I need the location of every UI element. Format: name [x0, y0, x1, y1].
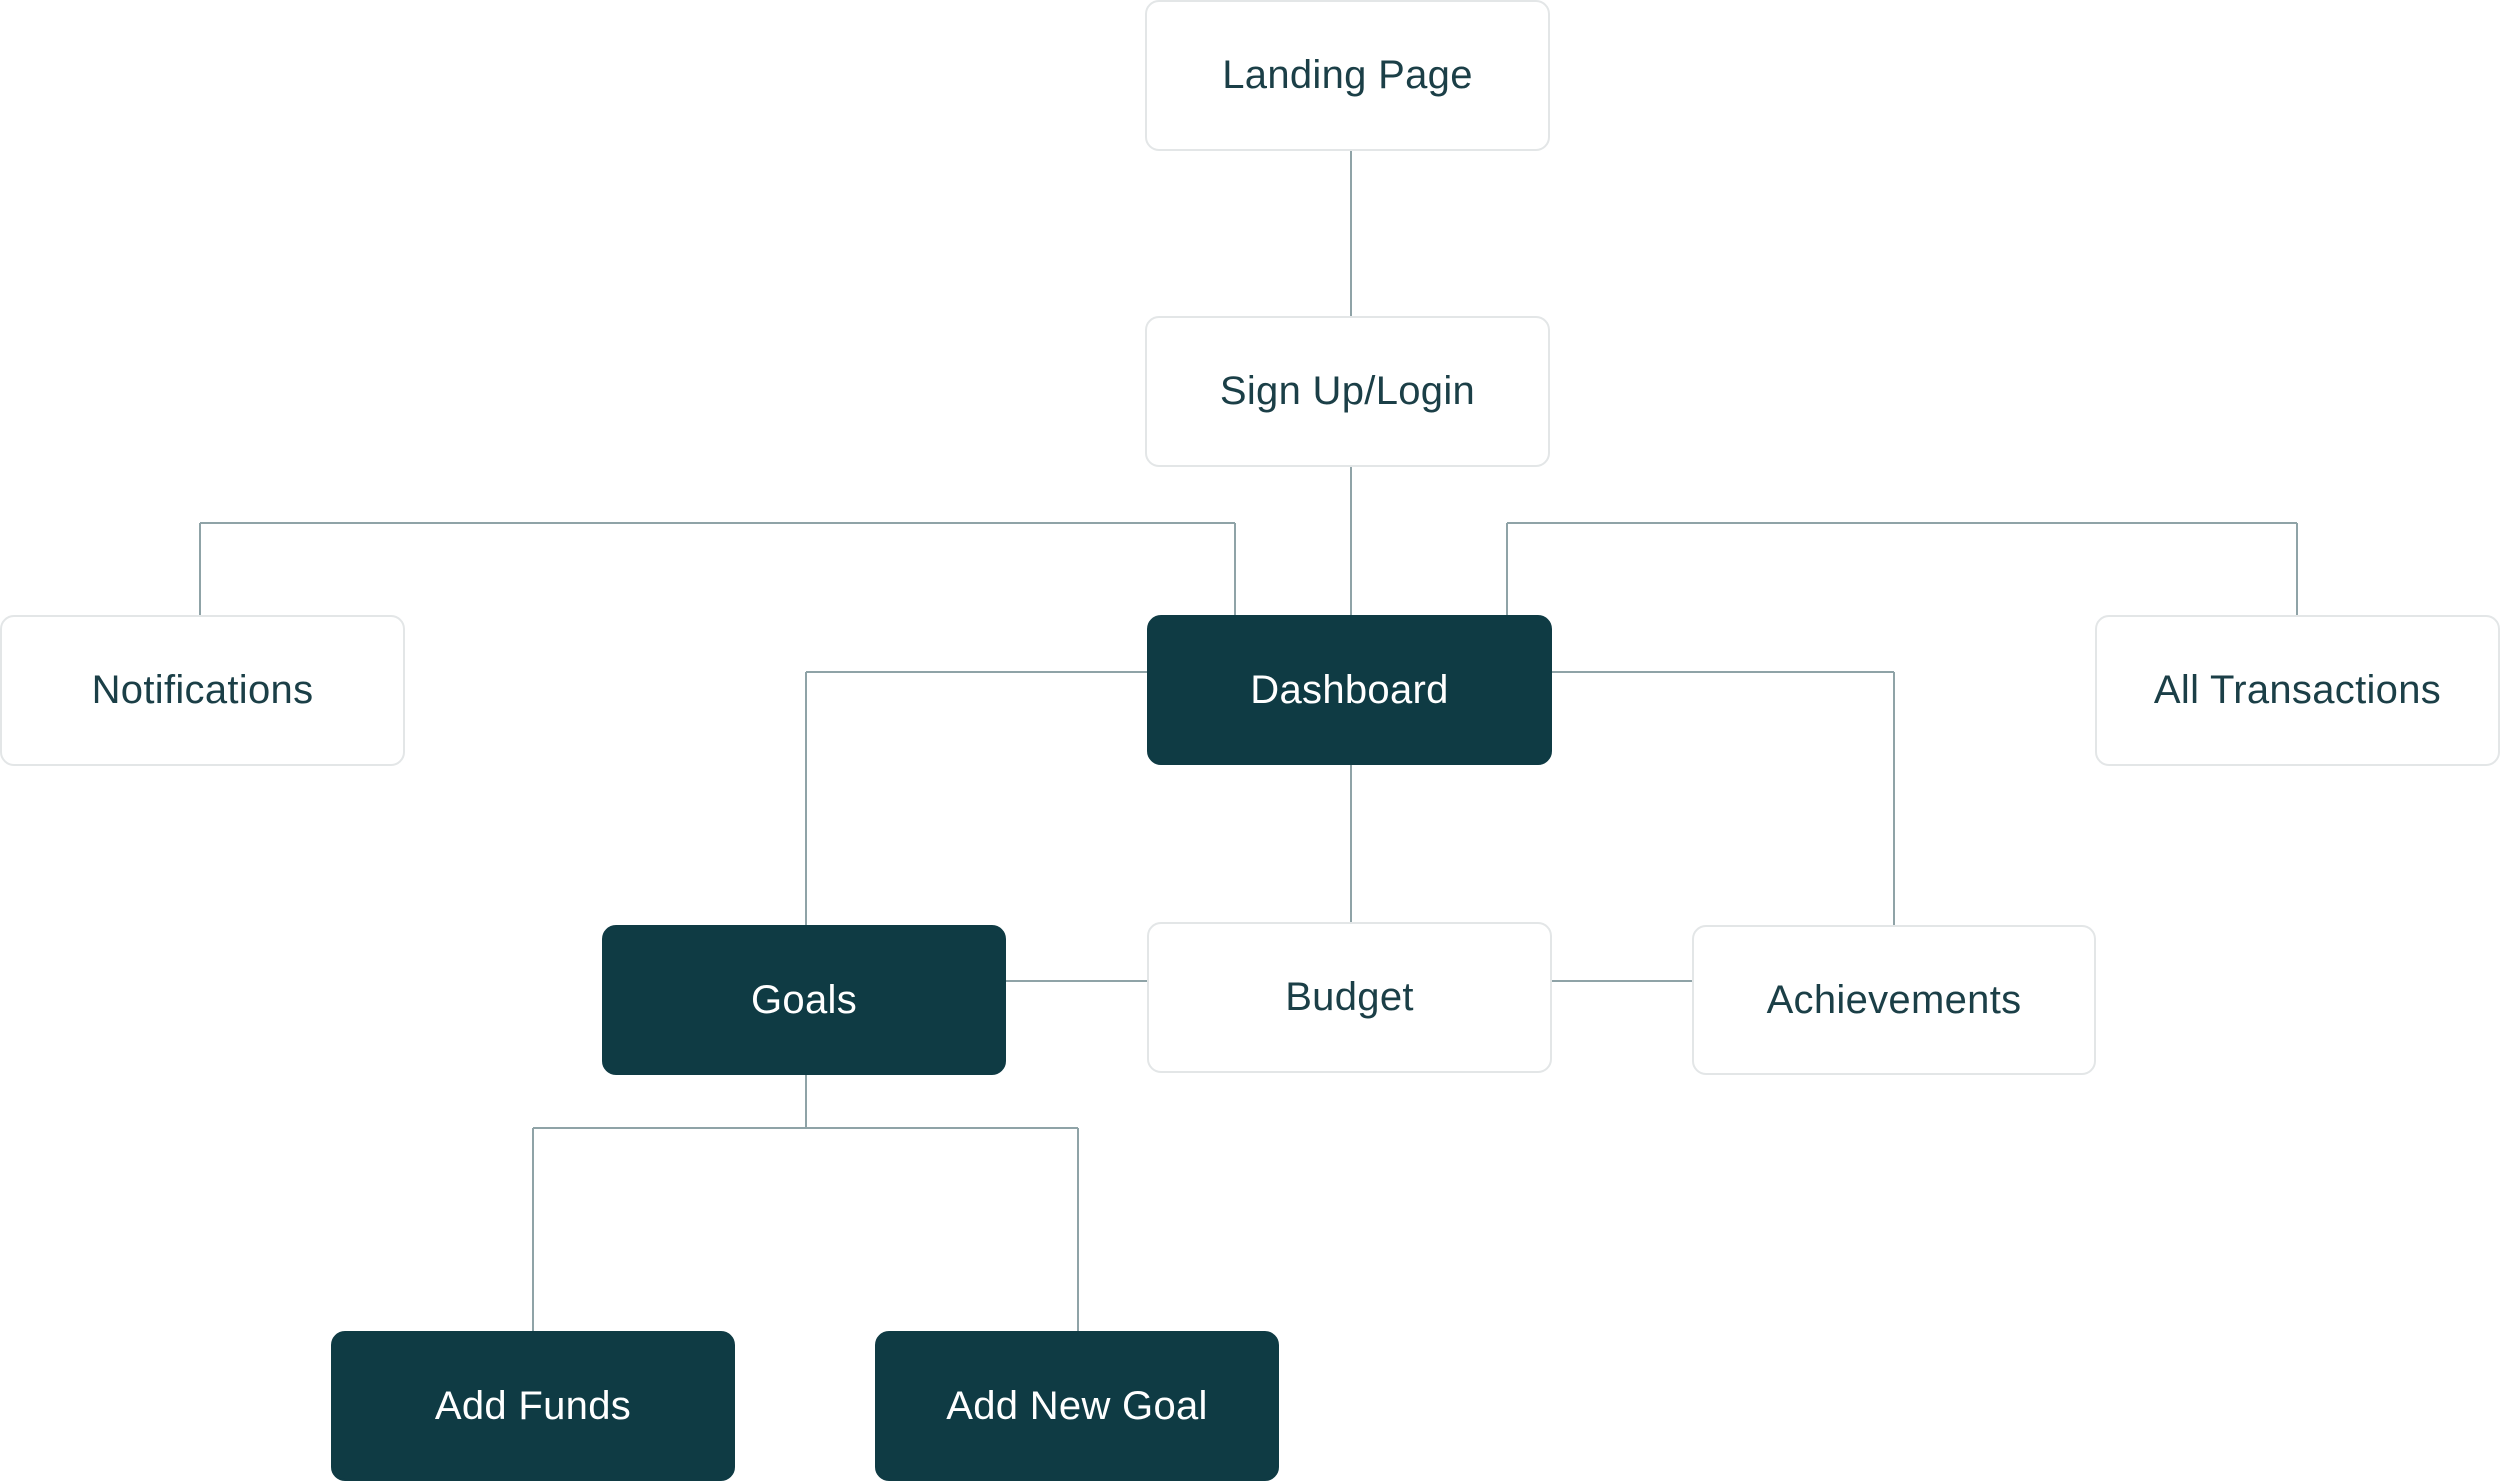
node-notifications[interactable]: Notifications	[0, 615, 405, 766]
node-label: Add New Goal	[946, 1383, 1208, 1428]
node-label: Add Funds	[434, 1383, 632, 1428]
node-label: Achievements	[1766, 977, 2022, 1022]
node-all-transactions[interactable]: All Transactions	[2095, 615, 2500, 766]
node-landing-page[interactable]: Landing Page	[1145, 0, 1550, 151]
node-label: Notifications	[91, 668, 314, 712]
node-budget[interactable]: Budget	[1147, 922, 1552, 1073]
node-label: Budget	[1285, 975, 1414, 1019]
node-goals[interactable]: Goals	[602, 925, 1006, 1075]
node-label: Dashboard	[1250, 667, 1449, 712]
node-label: Goals	[751, 977, 857, 1022]
node-add-new-goal[interactable]: Add New Goal	[875, 1331, 1279, 1481]
node-sign-up-login[interactable]: Sign Up/Login	[1145, 316, 1550, 467]
node-dashboard[interactable]: Dashboard	[1147, 615, 1552, 765]
node-label: Landing Page	[1222, 53, 1473, 97]
node-add-funds[interactable]: Add Funds	[331, 1331, 735, 1481]
node-achievements[interactable]: Achievements	[1692, 925, 2096, 1075]
node-label: All Transactions	[2153, 668, 2442, 712]
node-label: Sign Up/Login	[1219, 369, 1476, 413]
